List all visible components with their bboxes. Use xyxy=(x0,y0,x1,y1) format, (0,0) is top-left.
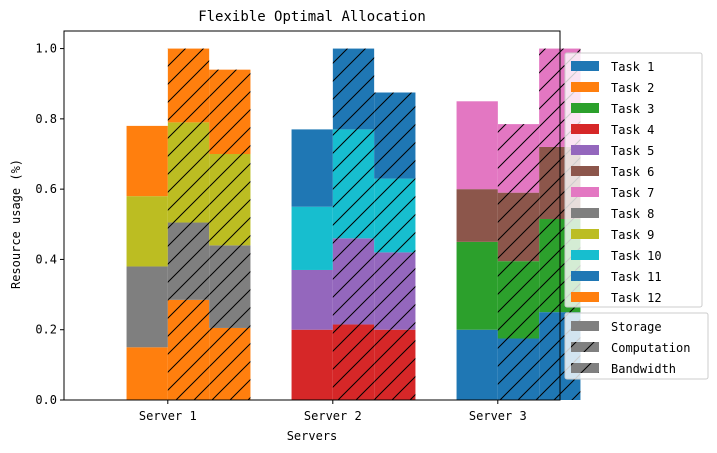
y-tick-label: 0.8 xyxy=(35,112,57,126)
bar-11-2-1 xyxy=(291,129,333,207)
bar-hatch-6-3-2 xyxy=(497,192,540,262)
bar-5-2-1 xyxy=(291,269,333,330)
x-tick-label: Server 3 xyxy=(469,409,527,423)
y-axis-label: Resource usage (%) xyxy=(9,159,23,289)
legend-resource-swatch xyxy=(571,321,599,331)
bar-hatch-9-1-3 xyxy=(209,154,251,246)
bar-hatch-5-2-3 xyxy=(374,252,416,330)
legend-label: Task 7 xyxy=(611,186,654,200)
bar-hatch-7-3-2 xyxy=(497,124,540,193)
legend-swatch xyxy=(571,82,599,92)
legend-label: Task 4 xyxy=(611,123,654,137)
legend-label: Task 11 xyxy=(611,270,662,284)
bar-hatch-10-2-2 xyxy=(332,129,375,239)
bar-3-3-1 xyxy=(456,241,498,330)
legend-swatch xyxy=(571,103,599,113)
legend-label: Task 3 xyxy=(611,102,654,116)
bar-hatch-12-1-2 xyxy=(167,48,210,123)
bar-hatch-11-2-3 xyxy=(374,92,416,179)
bar-hatch-3-3-2 xyxy=(497,261,540,339)
legend-swatch xyxy=(571,229,599,239)
legend-swatch xyxy=(571,292,599,302)
bar-6-3-1 xyxy=(456,189,498,242)
bar-hatch-12-1-3 xyxy=(209,69,251,154)
bar-4-2-1 xyxy=(291,329,333,400)
legend-label: Task 6 xyxy=(611,165,654,179)
bar-hatch-4-2-2 xyxy=(332,324,375,400)
legend-label: Task 5 xyxy=(611,144,654,158)
legend-label: Task 12 xyxy=(611,291,662,305)
x-tick-label: Server 1 xyxy=(139,409,197,423)
bar-7-3-1 xyxy=(456,101,498,190)
bar-hatch-11-2-2 xyxy=(332,48,375,130)
bar-hatch-8-1-3 xyxy=(209,245,251,328)
bar-hatch-8-1-2 xyxy=(167,222,210,300)
legend-swatch xyxy=(571,61,599,71)
y-tick-label: 0.4 xyxy=(35,252,57,266)
bar-hatch-10-2-3 xyxy=(374,178,416,253)
y-tick-label: 0.6 xyxy=(35,182,57,196)
bar-10-2-1 xyxy=(291,206,333,270)
x-axis-label: Servers xyxy=(287,429,338,443)
legend-label: Task 10 xyxy=(611,249,662,263)
legend-resource-label: Storage xyxy=(611,320,662,334)
legend-swatch xyxy=(571,166,599,176)
bar-8-1-1 xyxy=(126,266,168,348)
legend-resource-label: Computation xyxy=(611,341,690,355)
bar-2-1-1 xyxy=(126,347,168,400)
y-tick-label: 1.0 xyxy=(35,42,57,56)
plot-frame xyxy=(63,30,561,401)
legend-label: Task 2 xyxy=(611,81,654,95)
y-tick-label: 0.0 xyxy=(35,393,57,407)
legend-label: Task 8 xyxy=(611,207,654,221)
legend-tasks: Task 1 Task 2 Task 3 Task 4 Task 5 Task 6 Task… xyxy=(564,52,703,308)
y-tick-label: 0.2 xyxy=(35,323,57,337)
bar-12-1-1 xyxy=(126,125,168,197)
bar-hatch-2-1-2 xyxy=(167,299,210,400)
legend-label: Task 9 xyxy=(611,228,654,242)
bar-hatch-2-1-3 xyxy=(209,327,251,400)
legend-swatch xyxy=(571,271,599,281)
bars-layer xyxy=(126,48,581,400)
x-tick-label: Server 2 xyxy=(304,409,362,423)
legend-resources-frame xyxy=(564,312,709,380)
bar-hatch-1-3-2 xyxy=(497,338,540,400)
bar-hatch-9-1-2 xyxy=(167,122,210,223)
legend-swatch xyxy=(571,187,599,197)
bar-1-3-1 xyxy=(456,329,498,400)
legend-swatch xyxy=(571,145,599,155)
legend-tasks-frame xyxy=(564,52,703,308)
legend-resource-hatch xyxy=(571,342,599,352)
legend-label: Task 1 xyxy=(611,60,654,74)
legend-swatch xyxy=(571,250,599,260)
legend-resource-label: Bandwidth xyxy=(611,362,676,376)
legend-resource-hatch xyxy=(571,363,599,373)
bar-9-1-1 xyxy=(126,196,168,267)
chart-title: Flexible Optimal Allocation xyxy=(198,9,426,25)
bar-hatch-5-2-2 xyxy=(332,238,375,325)
bar-hatch-4-2-3 xyxy=(374,329,416,400)
legend-swatch xyxy=(571,124,599,134)
legend-swatch xyxy=(571,208,599,218)
